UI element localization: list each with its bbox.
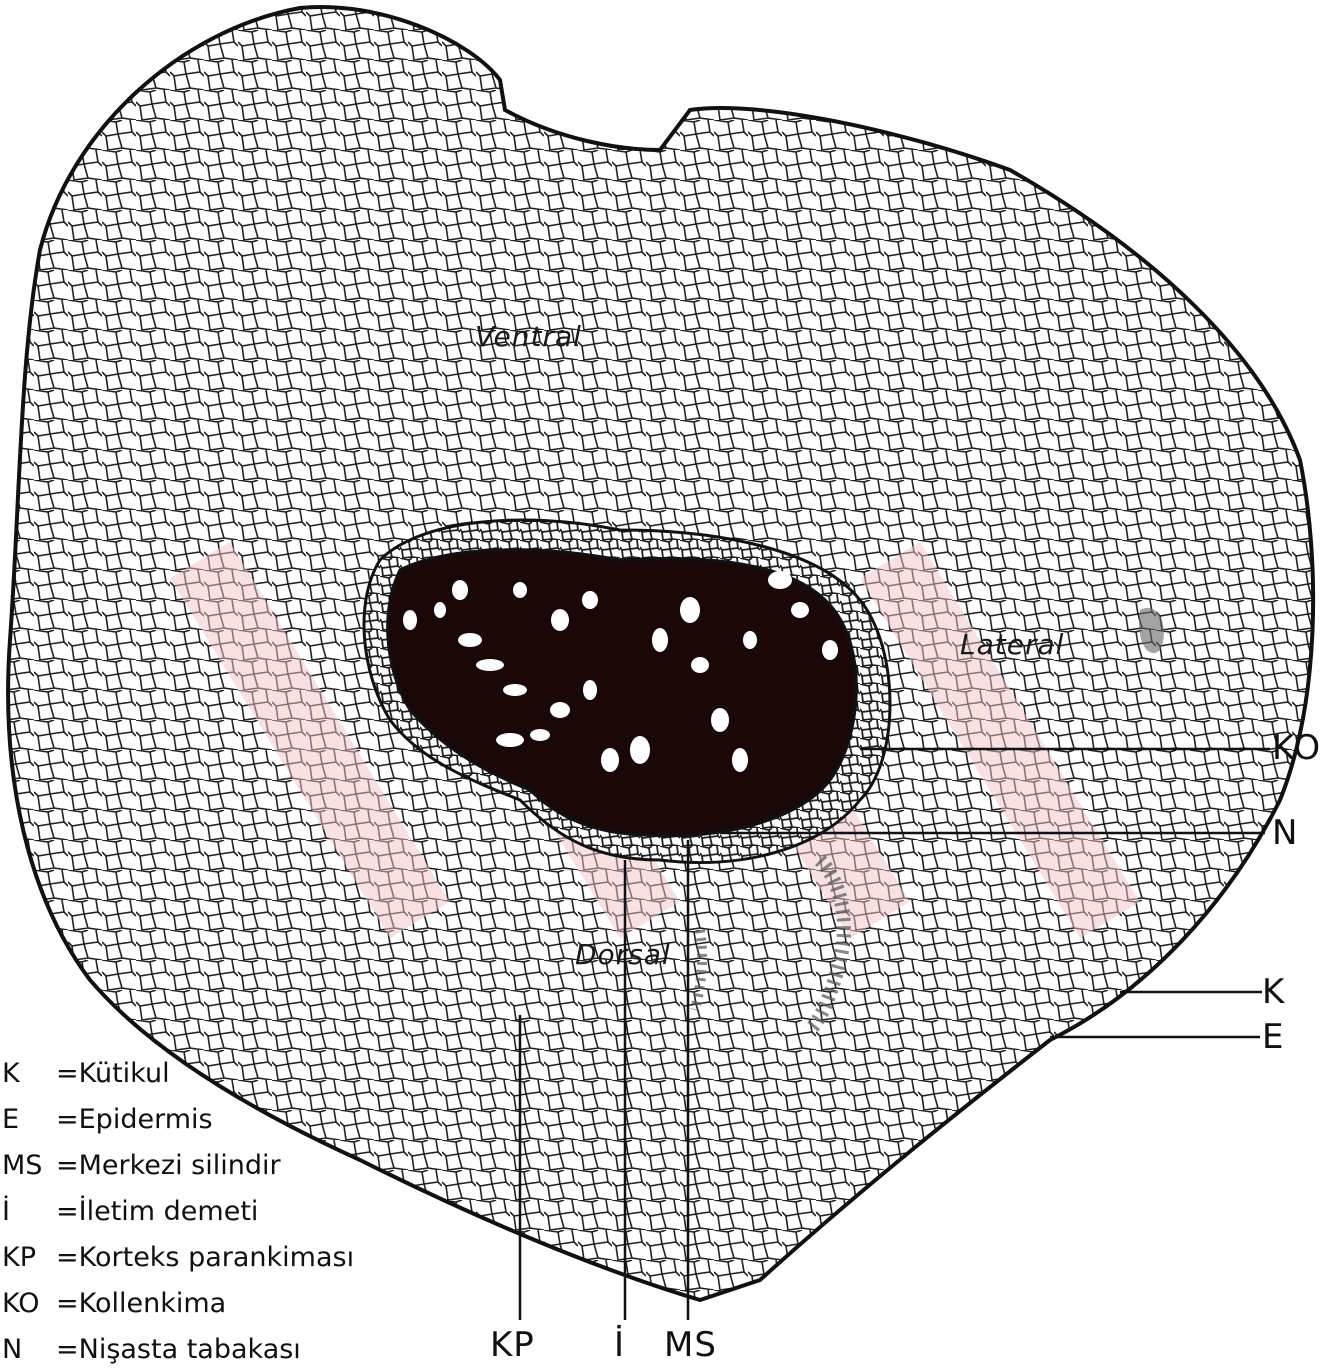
legend-row: İ =İletim demeti xyxy=(2,1188,462,1234)
legend-key: MS xyxy=(2,1150,56,1181)
callout-e: E xyxy=(1262,1017,1284,1057)
legend-key: K xyxy=(2,1058,56,1089)
legend-row: KO =Kollenkima xyxy=(2,1280,462,1326)
legend-row: E =Epidermis xyxy=(2,1096,462,1142)
callout-k: K xyxy=(1262,972,1285,1012)
legend-text: =Nişasta tabakası xyxy=(56,1334,301,1365)
callout-ko: KO xyxy=(1272,728,1321,768)
region-label-dorsal: Dorsal xyxy=(575,938,671,971)
legend-key: KO xyxy=(2,1288,56,1319)
callout-i: İ xyxy=(614,1325,625,1365)
legend-row: K =Kütikul xyxy=(2,1050,462,1096)
callout-ms: MS xyxy=(664,1325,717,1365)
region-label-lateral: Lateral xyxy=(960,628,1064,661)
callout-kp: KP xyxy=(490,1325,535,1365)
legend-key: İ xyxy=(2,1196,56,1227)
legend-row: N =Nişasta tabakası xyxy=(2,1326,462,1372)
abbreviation-legend: K =Kütikul E =Epidermis MS =Merkezi sili… xyxy=(2,1050,462,1372)
legend-text: =Korteks parankiması xyxy=(56,1242,354,1273)
legend-text: =İletim demeti xyxy=(56,1196,258,1227)
legend-key: KP xyxy=(2,1242,56,1273)
legend-key: E xyxy=(2,1104,56,1135)
legend-row: KP =Korteks parankiması xyxy=(2,1234,462,1280)
legend-text: =Kollenkima xyxy=(56,1288,226,1319)
legend-text: =Merkezi silindir xyxy=(56,1150,281,1181)
region-label-ventral: Ventral xyxy=(475,320,582,353)
callout-n: N xyxy=(1272,813,1298,853)
legend-text: =Kütikul xyxy=(56,1058,170,1089)
legend-key: N xyxy=(2,1334,56,1365)
legend-row: MS =Merkezi silindir xyxy=(2,1142,462,1188)
legend-text: =Epidermis xyxy=(56,1104,213,1135)
